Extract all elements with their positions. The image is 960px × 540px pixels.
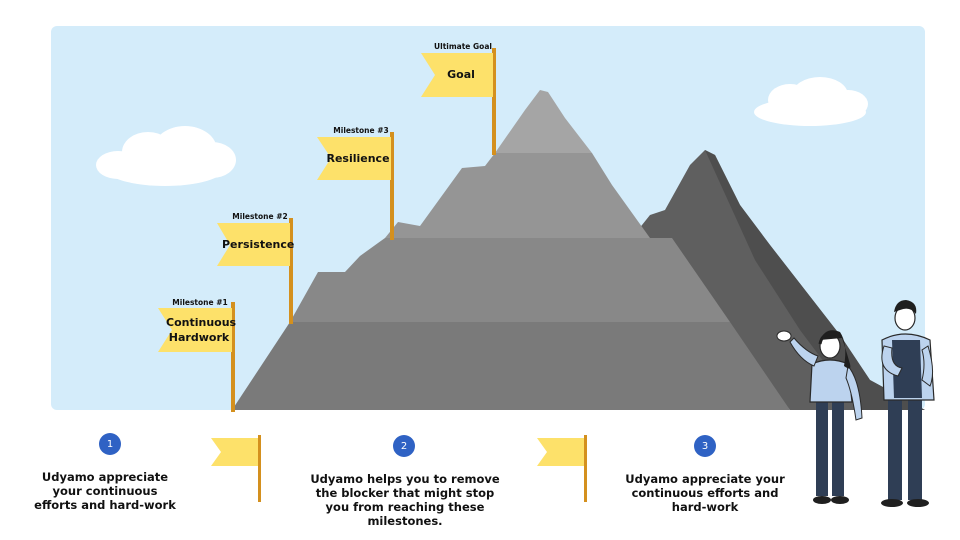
flag-icon xyxy=(421,53,493,97)
pole-milestone-1 xyxy=(231,302,235,412)
step-2-description: Udyamo helps you to remove the blocker t… xyxy=(310,472,500,528)
cloud-icon xyxy=(754,77,868,126)
milestone-1-flag-label: Continuous Hardwork xyxy=(166,316,237,344)
step-1-description: Udyamo appreciate your continuous effort… xyxy=(34,470,176,512)
milestone-3-caption: Milestone #3 xyxy=(333,126,389,135)
person-icon xyxy=(776,330,863,504)
goal-caption: Ultimate Goal xyxy=(434,42,492,51)
flag-icon xyxy=(158,308,232,352)
milestone-2-caption: Milestone #2 xyxy=(232,212,288,221)
person-icon xyxy=(881,300,935,507)
flag-pole xyxy=(584,435,587,502)
milestone-3-flag-label: Resilience xyxy=(326,152,390,165)
step-3-description: Udyamo appreciate your continuous effort… xyxy=(625,472,785,514)
mountain-peak xyxy=(495,90,592,153)
mountain-tier-2 xyxy=(290,238,730,322)
pole-milestone-3 xyxy=(390,132,394,240)
milestone-1-caption: Milestone #1 xyxy=(172,298,228,307)
cloud-icon xyxy=(96,126,236,186)
flag-icon xyxy=(537,438,585,466)
pole-milestone-2 xyxy=(289,218,293,324)
goal-flag-label: Goal xyxy=(447,68,475,81)
pole-goal xyxy=(492,48,496,155)
flag-icon xyxy=(217,223,290,266)
step-1-badge: 1 xyxy=(99,433,121,455)
step-2-badge: 2 xyxy=(393,435,415,457)
mountain-tier-3 xyxy=(385,153,650,238)
mountain-tier-1 xyxy=(232,322,790,410)
flag-icon xyxy=(317,137,391,180)
flag-pole xyxy=(258,435,261,502)
milestone-2-flag-label: Persistence xyxy=(222,238,295,251)
flag-icon xyxy=(211,438,259,466)
step-3-badge: 3 xyxy=(694,435,716,457)
